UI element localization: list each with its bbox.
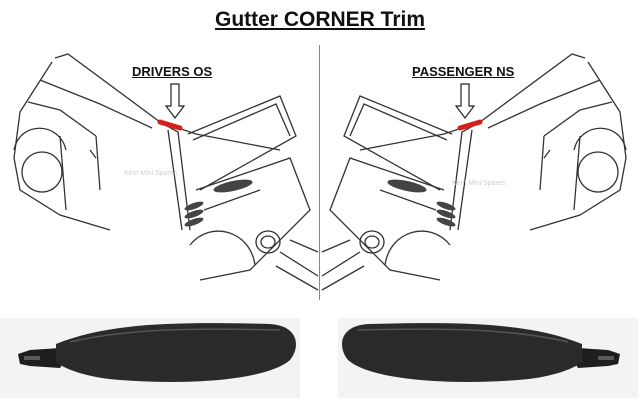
car-outline-passenger — [321, 53, 627, 291]
drivers-side-diagram: DRIVERS OS Kent Mini Spares — [0, 40, 319, 302]
bonnet-vent — [213, 179, 253, 193]
watermark: Kent Mini Spares — [124, 170, 178, 177]
trim-part-drivers — [18, 323, 296, 382]
trim-photo-drivers — [0, 318, 300, 398]
down-arrow-icon — [454, 83, 476, 119]
watermark: Kent Mini Spares — [452, 180, 506, 187]
car-outline-drivers — [13, 53, 319, 291]
passenger-side-diagram: PASSENGER NS Kent Mini Spares — [321, 40, 640, 302]
divider — [319, 45, 320, 300]
page-title: Gutter CORNER Trim — [214, 8, 426, 31]
gutter-corner-highlight-passenger — [457, 119, 483, 131]
trim-part-passenger — [342, 323, 620, 382]
down-arrow-icon — [164, 83, 186, 119]
passenger-label: PASSENGER NS — [412, 64, 515, 79]
drivers-label: DRIVERS OS — [132, 64, 213, 79]
trim-photo-passenger — [338, 318, 638, 398]
gutter-corner-highlight-drivers — [157, 119, 183, 131]
